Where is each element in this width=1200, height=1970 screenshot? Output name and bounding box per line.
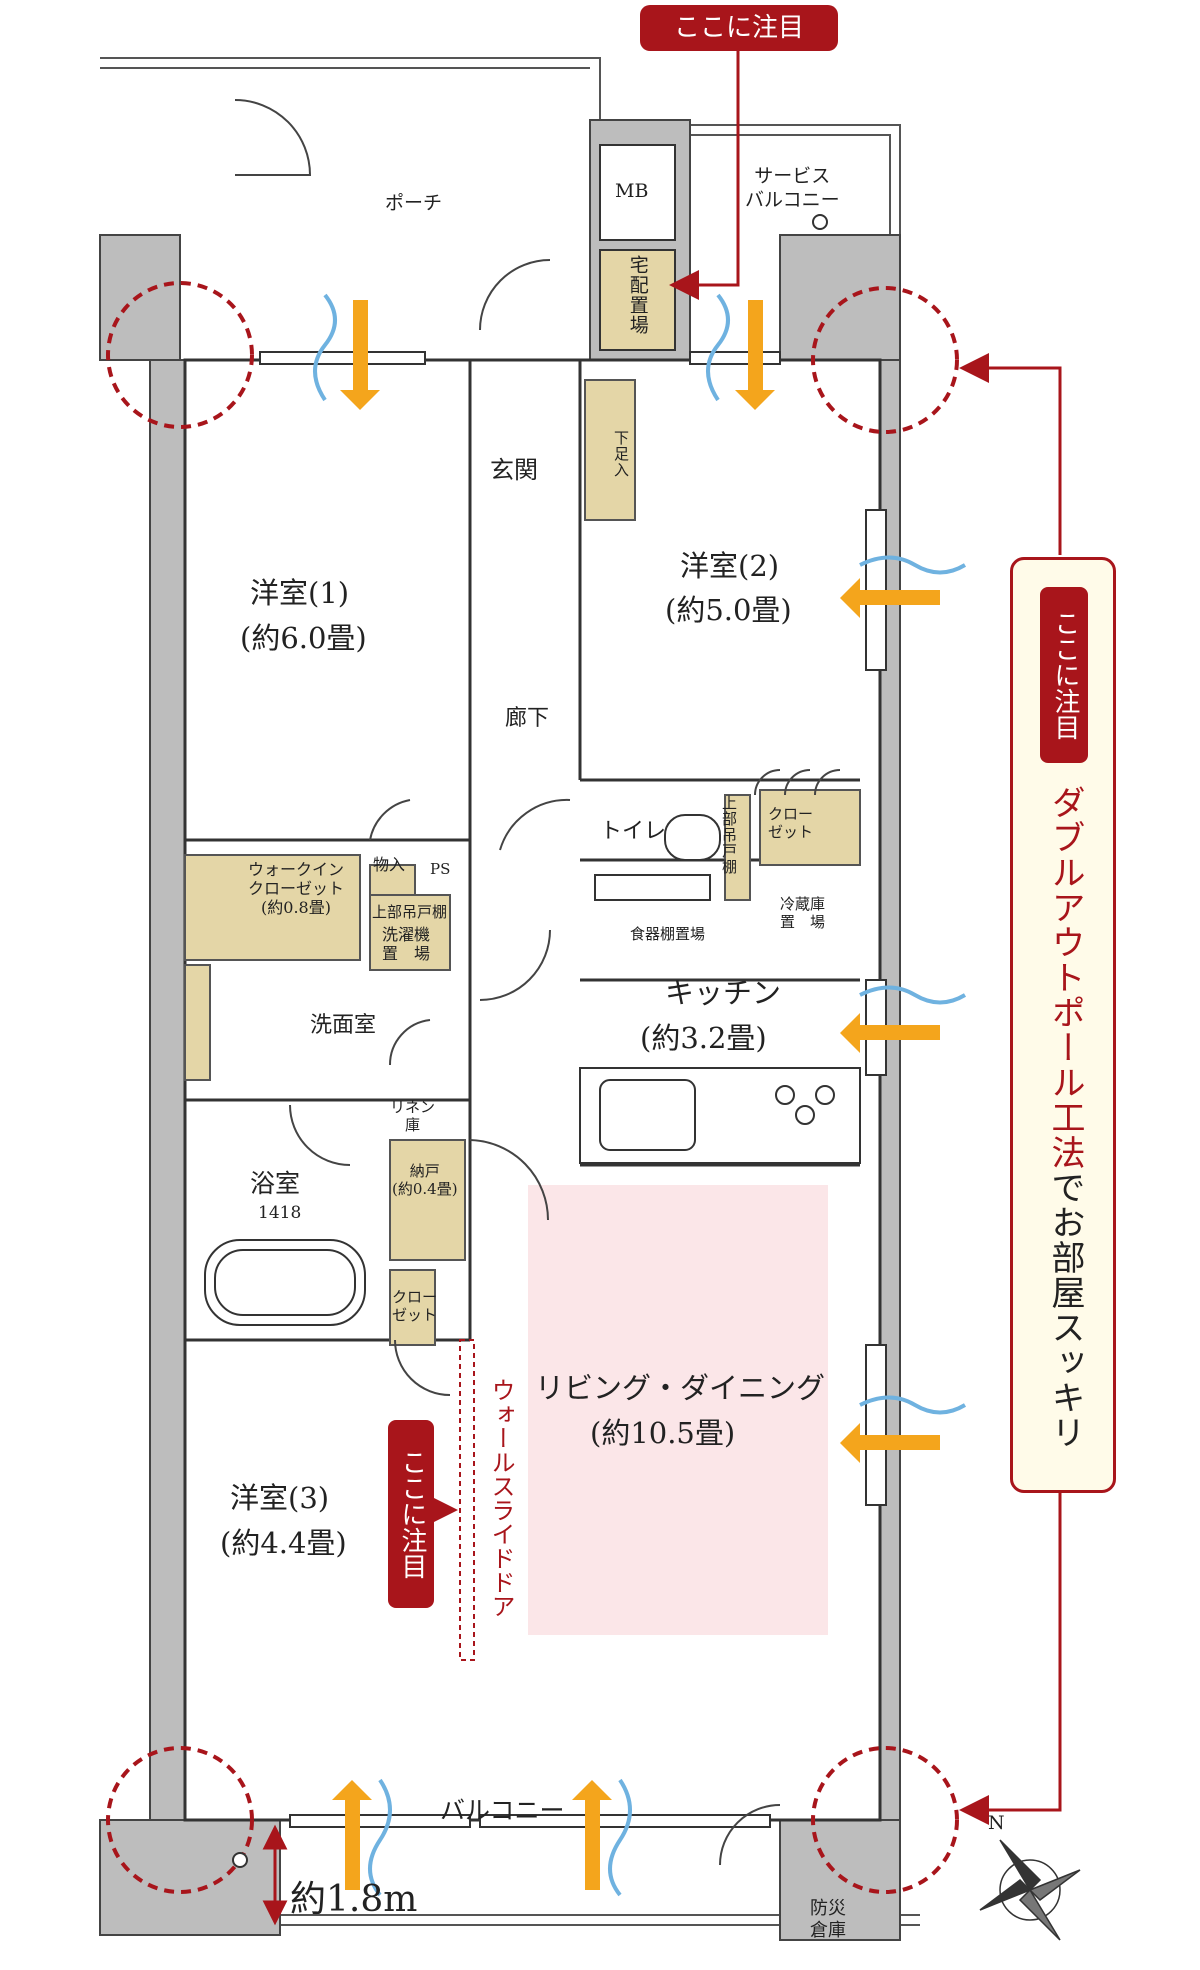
label-nando: 納戸 (約0.4畳) — [392, 1162, 458, 1198]
outpole-markers — [106, 281, 959, 1894]
label-kitchen-size: (約3.2畳) — [640, 1021, 767, 1055]
feature-title-red: ダブルアウトポール工法 — [1045, 785, 1085, 1170]
label-bathroom: 浴室 — [250, 1169, 301, 1198]
label-hallway: 廊下 — [505, 706, 550, 731]
closet-fills — [184, 379, 861, 1346]
interior-walls — [183, 358, 882, 1822]
label-mb: MB — [615, 180, 649, 202]
label-western1-name: 洋室(1) — [250, 576, 350, 610]
label-washer-place: 洗濯機 置 場 — [382, 925, 431, 964]
label-shoe-box: 下足入 — [612, 430, 630, 478]
compass-north-label: N — [988, 1812, 1005, 1834]
label-toilet: トイレ — [600, 819, 667, 844]
callout-left: ここに注目 — [388, 1420, 434, 1608]
label-fridge: 冷蔵庫 置 場 — [780, 895, 826, 931]
label-linen: リネン 庫 — [390, 1098, 436, 1134]
label-dish-shelf: 食器棚置場 — [630, 925, 706, 943]
structural-walls — [99, 119, 901, 1941]
living-highlight — [528, 1185, 828, 1635]
label-western2-name: 洋室(2) — [680, 549, 780, 583]
label-western1-size: (約6.0畳) — [240, 621, 367, 655]
label-delivery-box: 宅配置場 — [626, 255, 649, 335]
compass-icon — [979, 1839, 1081, 1941]
mb-area — [599, 144, 676, 351]
label-closet2: クロー ゼット — [392, 1288, 438, 1324]
label-wall-slide-door: ウォールスライドドア — [487, 1378, 515, 1618]
label-walk-in-closet: ウォークイン クローゼット (約0.8畳) — [248, 860, 345, 918]
feature-text: ダブルアウトポール工法でお部屋スッキリ — [1040, 785, 1090, 1450]
label-closet-small: クロー ゼット — [768, 805, 814, 841]
label-disaster-storage: 防災 倉庫 — [810, 1898, 846, 1941]
drain-icons — [232, 214, 828, 1868]
dimension-label: 約1.8m — [290, 1879, 418, 1920]
label-storage: 物入 — [373, 855, 406, 874]
kitchen-counter — [579, 1067, 861, 1164]
callout-top: ここに注目 — [640, 5, 838, 51]
feature-title-rest: でお部屋スッキリ — [1045, 1170, 1085, 1450]
wind-lines — [313, 293, 967, 1897]
label-genkan: 玄関 — [490, 456, 538, 484]
label-living-name: リビング・ダイニング — [535, 1371, 826, 1405]
label-bath-size: 1418 — [258, 1203, 302, 1223]
label-western3-size: (約4.4畳) — [220, 1526, 347, 1560]
doors — [234, 99, 841, 1866]
label-ps: PS — [430, 860, 451, 878]
label-service-balcony: サービス バルコニー — [745, 165, 840, 211]
connector-lines — [428, 45, 1062, 1825]
toilet-fixture — [594, 814, 721, 901]
dimension-arrow — [262, 1824, 288, 1926]
label-balcony: バルコニー — [440, 1796, 565, 1825]
label-washroom: 洗面室 — [310, 1013, 377, 1038]
airflow-arrows — [332, 300, 940, 1890]
callout-right: ここに注目 — [1040, 587, 1088, 763]
label-western2-size: (約5.0畳) — [665, 593, 792, 627]
bathtub — [204, 1239, 366, 1326]
label-porch: ポーチ — [385, 192, 443, 214]
wall-slide-door-outline — [459, 1339, 475, 1661]
label-upper-cabinet-toilet: 上部吊戸棚 — [720, 795, 738, 875]
label-western3-name: 洋室(3) — [230, 1481, 330, 1515]
label-kitchen-name: キッチン — [665, 976, 782, 1010]
label-living-size: (約10.5畳) — [590, 1416, 736, 1450]
label-washer-upper: 上部吊戸棚 — [372, 903, 448, 921]
